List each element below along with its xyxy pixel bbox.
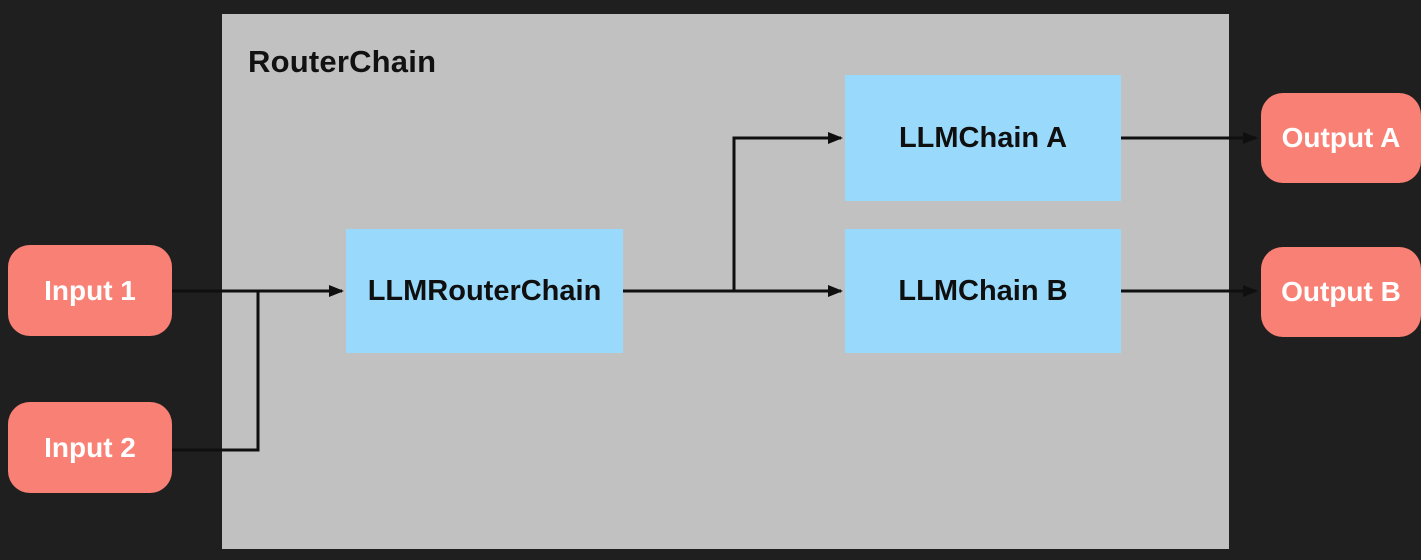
node-input-2: Input 2 (8, 402, 172, 493)
node-input-2-label: Input 2 (44, 431, 136, 463)
container-label: RouterChain (248, 44, 437, 79)
node-output-a: Output A (1261, 93, 1421, 183)
node-output-a-label: Output A (1281, 122, 1401, 153)
node-llm-chain-a-label: LLMChain A (898, 121, 1068, 154)
node-llm-router-chain-label: LLMRouterChain (367, 274, 602, 307)
node-llm-chain-b: LLMChain B (845, 229, 1121, 353)
node-input-1: Input 1 (8, 245, 172, 336)
node-llm-chain-a: LLMChain A (845, 75, 1121, 201)
node-llm-chain-b-label: LLMChain B (898, 274, 1068, 307)
node-output-b-label: Output B (1281, 276, 1401, 307)
node-llm-router-chain: LLMRouterChain (346, 229, 623, 353)
node-output-b: Output B (1261, 247, 1421, 337)
node-input-1-label: Input 1 (44, 274, 136, 306)
